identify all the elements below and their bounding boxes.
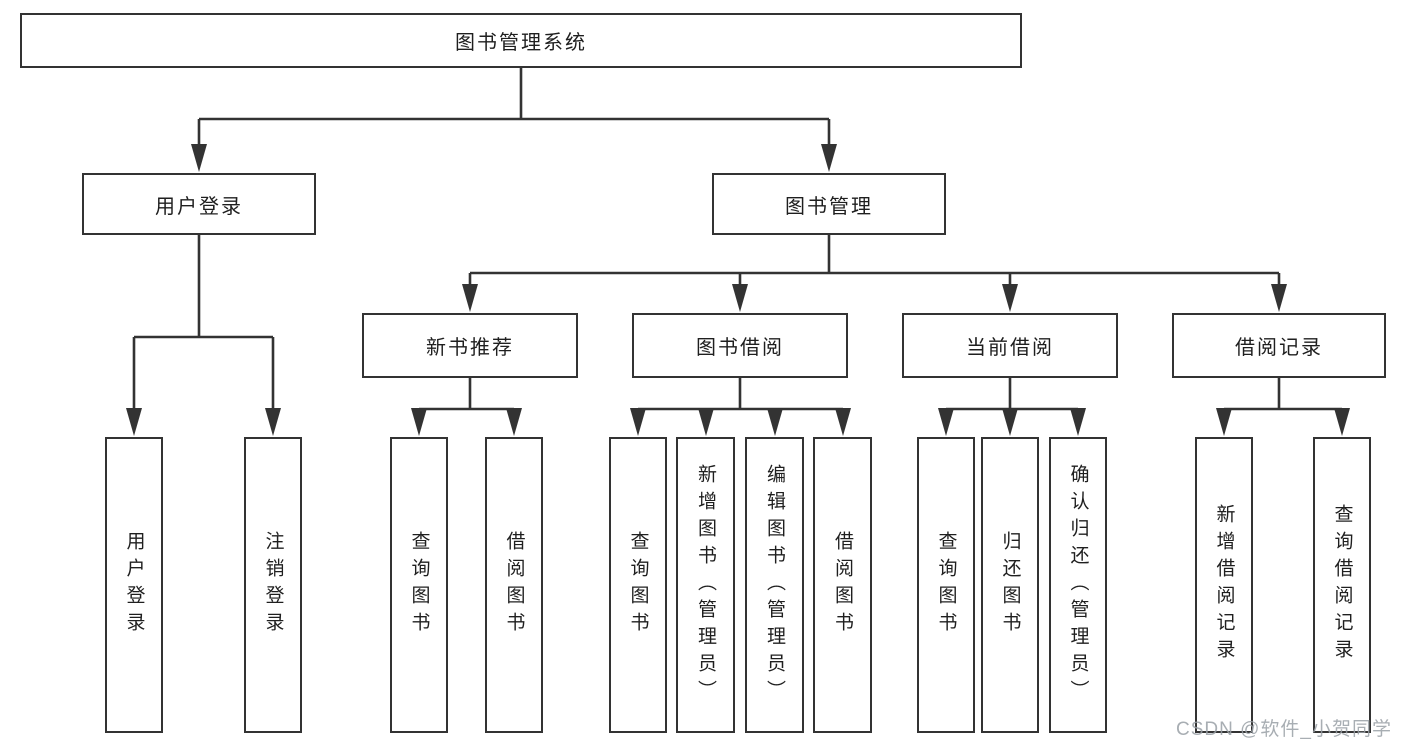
- leaf-newbook-borrow-label: 借阅图书: [503, 531, 525, 639]
- leaf-current-confirm-label: 确认归还（管理员）: [1067, 463, 1089, 707]
- arrow-down-icon: [938, 408, 954, 436]
- arrow-down-icon: [821, 144, 837, 172]
- connector-root-to-level2: [197, 68, 831, 146]
- node-root: 图书管理系统: [20, 13, 1022, 68]
- node-book-borrow-label: 图书借阅: [696, 337, 784, 359]
- node-book-borrow: 图书借阅: [632, 313, 848, 378]
- arrow-down-icon: [767, 408, 783, 436]
- arrow-down-icon: [732, 284, 748, 312]
- node-current-borrow-label: 当前借阅: [966, 337, 1054, 359]
- arrow-down-icon: [506, 408, 522, 436]
- arrow-down-icon: [698, 408, 714, 436]
- leaf-newbook-query: 查询图书: [390, 437, 448, 733]
- connector-book-borrow-children: [636, 378, 845, 411]
- watermark: CSDN @软件_小贺同学: [1176, 719, 1392, 740]
- leaf-current-query-label: 查询图书: [935, 531, 957, 639]
- leaf-logout-label: 注销登录: [262, 531, 284, 639]
- connector-new-book-children: [417, 378, 516, 411]
- leaf-user-login-label: 用户登录: [123, 531, 145, 639]
- arrow-down-icon: [462, 284, 478, 312]
- leaf-logout: 注销登录: [244, 437, 302, 733]
- leaf-newbook-borrow: 借阅图书: [485, 437, 543, 733]
- node-borrow-records-label: 借阅记录: [1235, 337, 1323, 359]
- leaf-borrow-add: 新增图书（管理员）: [676, 437, 735, 733]
- leaf-borrow-query-label: 查询图书: [627, 531, 649, 639]
- leaf-current-confirm: 确认归还（管理员）: [1049, 437, 1107, 733]
- arrow-down-icon: [265, 408, 281, 436]
- leaf-borrow-edit: 编辑图书（管理员）: [745, 437, 804, 733]
- arrow-down-icon: [191, 144, 207, 172]
- leaf-current-query: 查询图书: [917, 437, 975, 733]
- node-root-label: 图书管理系统: [455, 32, 587, 54]
- node-borrow-records: 借阅记录: [1172, 313, 1386, 378]
- connector-book-mgmt-children: [468, 235, 1281, 286]
- arrow-down-icon: [1271, 284, 1287, 312]
- node-new-book-rec-label: 新书推荐: [426, 337, 514, 359]
- arrow-down-icon: [630, 408, 646, 436]
- connector-current-borrow-children: [944, 378, 1080, 411]
- node-new-book-rec: 新书推荐: [362, 313, 578, 378]
- node-book-mgmt-label: 图书管理: [785, 195, 873, 218]
- arrow-down-icon: [126, 408, 142, 436]
- leaf-record-query: 查询借阅记录: [1313, 437, 1371, 733]
- arrow-down-icon: [1002, 284, 1018, 312]
- arrow-down-icon: [1216, 408, 1232, 436]
- leaf-user-login: 用户登录: [105, 437, 163, 733]
- leaf-current-return-label: 归还图书: [999, 531, 1021, 639]
- node-user-login: 用户登录: [82, 173, 316, 235]
- arrow-down-icon: [1002, 408, 1018, 436]
- arrowhead-icons: [126, 144, 1350, 436]
- connector-user-login-children: [132, 235, 275, 410]
- leaf-borrow-edit-label: 编辑图书（管理员）: [764, 463, 785, 707]
- node-current-borrow: 当前借阅: [902, 313, 1118, 378]
- arrow-down-icon: [411, 408, 427, 436]
- leaf-borrow-add-label: 新增图书（管理员）: [695, 463, 716, 707]
- leaf-borrow-borrow: 借阅图书: [813, 437, 872, 733]
- connector-borrow-records-children: [1222, 378, 1344, 411]
- leaf-record-query-label: 查询借阅记录: [1331, 504, 1353, 666]
- leaf-newbook-query-label: 查询图书: [408, 531, 430, 639]
- arrow-down-icon: [1334, 408, 1350, 436]
- arrow-down-icon: [1070, 408, 1086, 436]
- arrow-down-icon: [835, 408, 851, 436]
- leaf-borrow-query: 查询图书: [609, 437, 667, 733]
- leaf-borrow-borrow-label: 借阅图书: [832, 531, 853, 639]
- node-user-login-label: 用户登录: [155, 195, 243, 218]
- leaf-record-add-label: 新增借阅记录: [1213, 504, 1235, 666]
- leaf-record-add: 新增借阅记录: [1195, 437, 1253, 733]
- leaf-current-return: 归还图书: [981, 437, 1039, 733]
- node-book-mgmt: 图书管理: [712, 173, 946, 235]
